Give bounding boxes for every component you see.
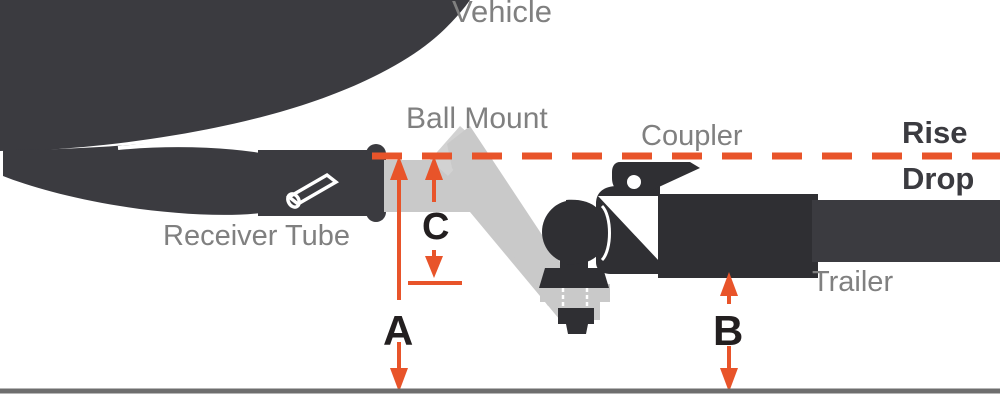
coupler-latch-pivot-hole: [627, 175, 641, 189]
ball-mount-platform: [384, 186, 494, 212]
hitch-ball-threaded-stud: [566, 324, 588, 334]
ball-mount-diagonal-body: [447, 126, 576, 306]
vehicle-bumper-shape: [3, 143, 311, 215]
coupler-body-shape: [596, 186, 660, 274]
coupler-socket-cup: [566, 199, 606, 265]
trailer-frame-shape: [812, 200, 1000, 262]
hitch-ball-washer-ridges: [561, 288, 589, 310]
dimension-label-c: C: [422, 206, 450, 248]
label-receiver-tube: Receiver Tube: [163, 220, 350, 252]
label-drop: Drop: [902, 161, 975, 196]
coupler-latch-handle: [612, 162, 700, 192]
coupler-socket-highlight: [600, 204, 611, 262]
hitch-ball-washer: [552, 288, 598, 310]
dimension-label-a: A: [383, 307, 414, 354]
dimension-arrow-c: [408, 156, 462, 285]
dimension-arrow-b: [720, 272, 738, 392]
dimension-arrow-a: [390, 156, 408, 392]
label-ball-mount: Ball Mount: [406, 102, 548, 135]
label-rise: Rise: [902, 115, 968, 150]
label-trailer: Trailer: [812, 266, 894, 298]
label-coupler: Coupler: [641, 120, 743, 152]
hitch-pin-icon: [285, 172, 340, 209]
receiver-tube-collar: [366, 144, 386, 222]
hitch-ball-nut: [558, 308, 594, 324]
vehicle-body-shape: [0, 0, 470, 151]
hitch-ball-shoulder: [539, 268, 609, 288]
dimension-label-b: B: [713, 307, 744, 354]
label-vehicle: Vehicle: [452, 0, 552, 29]
trailer-tongue-shape: [658, 194, 818, 278]
